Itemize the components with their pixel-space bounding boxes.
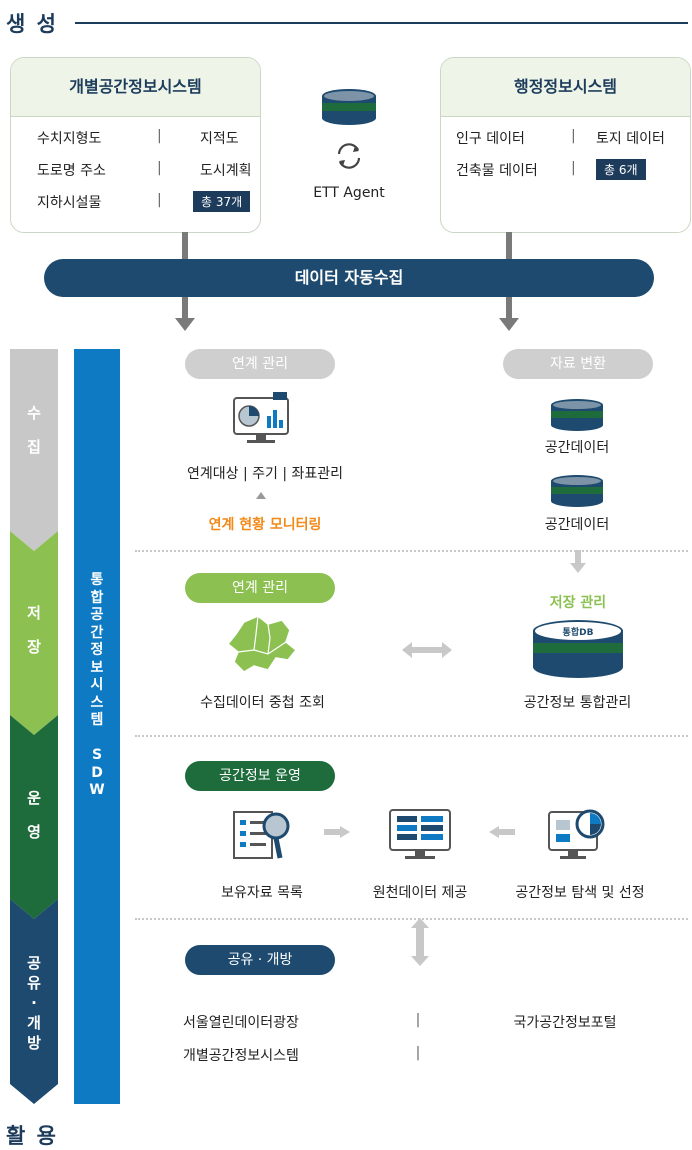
monitor-chart-icon	[233, 392, 289, 443]
divider	[135, 550, 688, 552]
database-icon	[322, 89, 376, 125]
stage-operate: 운 영	[27, 789, 41, 841]
overlay-view-caption: 수집데이터 중첩 조회	[200, 695, 325, 711]
seoul-map-icon	[226, 615, 298, 673]
ls-row-3: 지하시설물 | 총 37개	[37, 191, 251, 212]
national-spatial-portal: 국가공간정보포털	[513, 1015, 617, 1031]
ls-item: 지하시설물	[37, 195, 102, 211]
bidirectional-vertical-arrow-icon	[411, 918, 429, 966]
rs-item: 인구 데이터	[456, 131, 525, 147]
data-conversion-pill: 자료 변환	[503, 349, 653, 379]
data-auto-collect-bar: 데이터 자동수집	[44, 259, 654, 297]
individual-spatial-system-box: 개별공간정보시스템 수치지형도 | 지적도 도로명 주소 | 도시계획 지하시설…	[10, 57, 261, 233]
sdw-label: 통 합 공 간 정 보 시 스 템 S D W	[89, 572, 105, 798]
database-icon	[551, 399, 603, 431]
source-provide-caption: 원천데이터 제공	[372, 885, 468, 901]
stage-collect: 수 집	[27, 404, 41, 456]
arrow-down-icon	[499, 318, 519, 331]
catalog-caption: 보유자료 목록	[221, 885, 303, 901]
bidirectional-arrow-icon	[402, 642, 452, 658]
connector	[182, 297, 188, 319]
explore-monitor-icon	[548, 809, 605, 859]
seoul-open-data-plaza: 서울열린데이터광장	[183, 1015, 299, 1031]
admin-system-title: 행정정보시스템	[441, 58, 690, 117]
link-management-pill: 연계 관리	[185, 573, 335, 603]
data-provide-monitor-icon	[389, 809, 451, 859]
rs-item: 건축물 데이터	[456, 163, 538, 179]
ls-item: 지적도	[200, 131, 239, 147]
separator: |	[415, 1045, 421, 1061]
integrated-management-caption: 공간정보 통합관리	[523, 695, 632, 711]
link-items: 연계대상 | 주기 | 좌표관리	[186, 466, 344, 482]
sdw-column	[74, 349, 120, 1104]
total-count-badge: 총 37개	[193, 191, 251, 212]
arrow-right-icon	[324, 826, 350, 838]
integrated-db-icon	[533, 620, 623, 678]
explore-select-caption: 공간정보 탐색 및 선정	[515, 885, 645, 901]
catalog-search-icon	[233, 811, 290, 859]
admin-system-box: 행정정보시스템 인구 데이터 | 토지 데이터 건축물 데이터 | 총 6개	[440, 57, 691, 233]
ls-item: 도시계획	[200, 163, 252, 179]
divider	[135, 735, 688, 737]
connector	[575, 550, 581, 564]
spatial-data-label: 공간데이터	[544, 440, 610, 456]
storage-management-label: 저장 관리	[549, 595, 607, 611]
individual-spatial-system: 개별공간정보시스템	[183, 1048, 299, 1064]
link-monitoring: 연계 현황 모니터링	[208, 517, 322, 533]
section-title-bottom: 활 용	[6, 1124, 58, 1148]
ls-item: 수치지형도	[37, 131, 102, 147]
link-management-pill: 연계 관리	[185, 349, 335, 379]
arrow-down-icon	[175, 318, 195, 331]
total-count-badge: 총 6개	[596, 159, 646, 180]
ett-agent-label: ETT Agent	[313, 185, 385, 201]
spatial-data-label: 공간데이터	[544, 517, 610, 533]
stage-store: 저 장	[27, 604, 41, 656]
separator: |	[571, 160, 576, 176]
arrow-down-icon	[570, 563, 586, 573]
rs-row-2: 건축물 데이터 | 총 6개	[456, 159, 646, 180]
separator: |	[157, 192, 162, 208]
rs-row-1: 인구 데이터 | 토지 데이터	[456, 128, 665, 148]
separator: |	[157, 128, 162, 144]
connector	[506, 232, 512, 260]
integrated-db-label: 통합DB	[562, 628, 594, 638]
separator: |	[571, 128, 576, 144]
arrow-left-icon	[489, 826, 515, 838]
rs-item: 토지 데이터	[596, 131, 665, 147]
connector	[182, 232, 188, 260]
spatial-operation-pill: 공간정보 운영	[185, 761, 335, 791]
individual-spatial-system-title: 개별공간정보시스템	[11, 58, 260, 117]
sync-icon	[337, 143, 361, 169]
separator: |	[157, 160, 162, 176]
share-open-pill: 공유 · 개방	[185, 945, 335, 975]
title-divider	[75, 22, 688, 24]
ls-item: 도로명 주소	[37, 163, 106, 179]
connector	[506, 297, 512, 319]
database-icon	[551, 475, 603, 507]
triangle-up-icon	[256, 492, 266, 499]
separator: |	[415, 1012, 421, 1028]
ls-row-1: 수치지형도 | 지적도	[37, 128, 239, 148]
stage-share: 공 유 · 개 방	[27, 954, 41, 1052]
section-title: 생 성	[6, 12, 58, 36]
divider	[135, 918, 688, 920]
ls-row-2: 도로명 주소 | 도시계획	[37, 160, 252, 180]
stage-column	[10, 349, 58, 1104]
